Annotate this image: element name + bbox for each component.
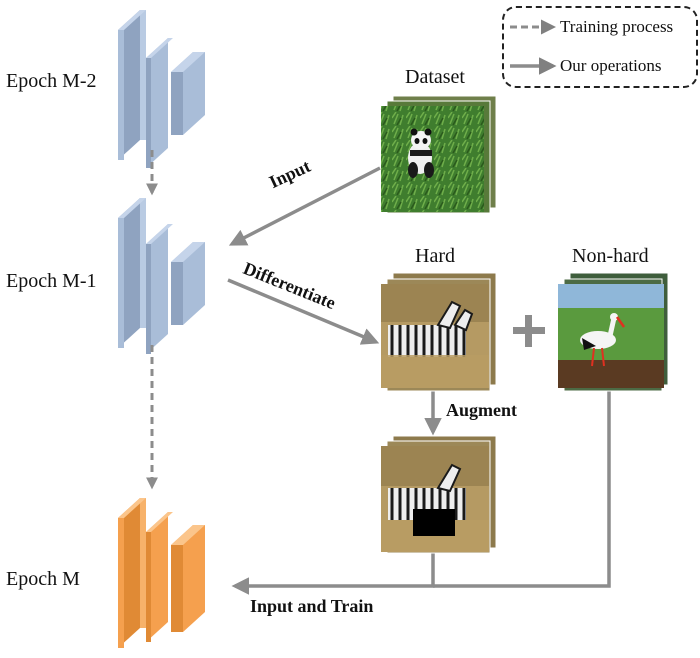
legend-box [502, 6, 698, 88]
augmented-image-stack [381, 435, 497, 554]
legend-our-operations-label: Our operations [560, 56, 662, 75]
augment-arrow-label: Augment [446, 400, 517, 420]
dataset-image-stack [381, 95, 497, 214]
epoch-m-label: Epoch M [6, 568, 80, 590]
zebras [388, 300, 474, 357]
input-and-train-arrow [231, 552, 435, 595]
input-arrow [228, 166, 381, 246]
epoch-m2-label: Epoch M-2 [6, 70, 97, 92]
non-hard-feed-line [433, 390, 611, 588]
stork [580, 313, 626, 367]
differentiate-arrow [227, 278, 380, 345]
epoch-m1-layer-stack [118, 198, 205, 354]
epoch-m-layer-stack [118, 498, 205, 648]
non-hard-label: Non-hard [572, 245, 649, 267]
dataset-label: Dataset [405, 66, 465, 88]
hard-image-stack [381, 272, 497, 392]
legend-training-process-label: Training process [560, 17, 674, 36]
occlusion-patch [413, 509, 455, 536]
plus-sign [513, 315, 545, 347]
hard-label: Hard [415, 245, 455, 267]
epoch-m2-layer-stack [118, 10, 205, 168]
input-and-train-label: Input and Train [250, 596, 374, 616]
non-hard-image-stack [558, 272, 669, 392]
epoch-m1-label: Epoch M-1 [6, 270, 97, 292]
